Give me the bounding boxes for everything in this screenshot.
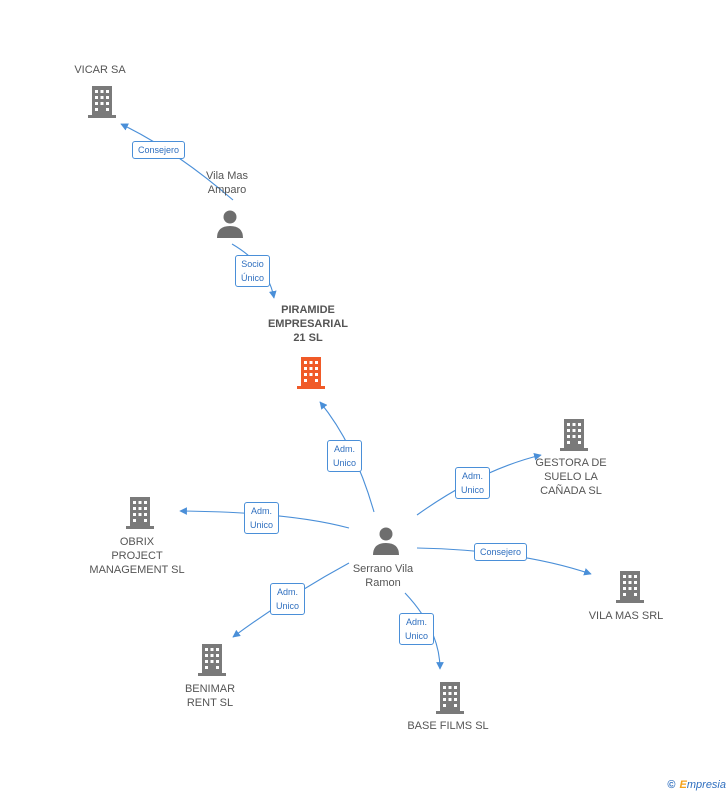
building-icon[interactable]	[614, 569, 646, 608]
node-label-benimar[interactable]: BENIMAR RENT SL	[184, 683, 236, 709]
person-icon[interactable]	[371, 526, 401, 561]
node-label-gestora[interactable]: GESTORA DE SUELO LA CAÑADA SL	[535, 457, 607, 497]
building-icon[interactable]	[86, 84, 118, 123]
edge-label-consejero[interactable]: Consejero	[474, 543, 528, 561]
node-label-obrix[interactable]: OBRIX PROJECT MANAGEMENT SL	[89, 536, 185, 576]
node-label-vila-mas-srl[interactable]: VILA MAS SRL	[588, 610, 664, 622]
building-icon[interactable]	[196, 642, 228, 681]
edge-label-consejero[interactable]: Consejero	[132, 141, 186, 159]
node-label-serrano[interactable]: Serrano Vila Ramon	[352, 563, 414, 589]
edge-label-adm-unico[interactable]: Adm. Unico	[455, 467, 491, 499]
edge-label-socio-unico[interactable]: Socio Único	[235, 255, 271, 287]
person-icon[interactable]	[215, 209, 245, 244]
node-label-vicar-sa[interactable]: VICAR SA	[74, 64, 126, 76]
edge-label-adm-unico[interactable]: Adm. Unico	[399, 613, 435, 645]
copyright-symbol: ©	[667, 779, 676, 791]
node-label-base-films[interactable]: BASE FILMS SL	[407, 720, 489, 732]
node-label-vila-mas-amparo[interactable]: Vila Mas Amparo	[206, 170, 248, 196]
building-icon[interactable]	[124, 495, 156, 534]
building-icon[interactable]	[434, 680, 466, 719]
edge-label-adm-unico[interactable]: Adm. Unico	[270, 583, 306, 615]
edge-label-adm-unico[interactable]: Adm. Unico	[327, 440, 363, 472]
node-label-piramide[interactable]: PIRAMIDE EMPRESARIAL 21 SL	[267, 304, 349, 344]
building-icon[interactable]	[558, 417, 590, 456]
brand-logo: Empresia	[680, 779, 726, 791]
empresia-watermark: ©Empresia	[667, 779, 726, 791]
edge-label-adm-unico[interactable]: Adm. Unico	[244, 502, 280, 534]
brand-rest: mpresia	[686, 779, 726, 791]
brand-initial: E	[679, 779, 687, 791]
focus-building-icon[interactable]	[295, 355, 327, 394]
